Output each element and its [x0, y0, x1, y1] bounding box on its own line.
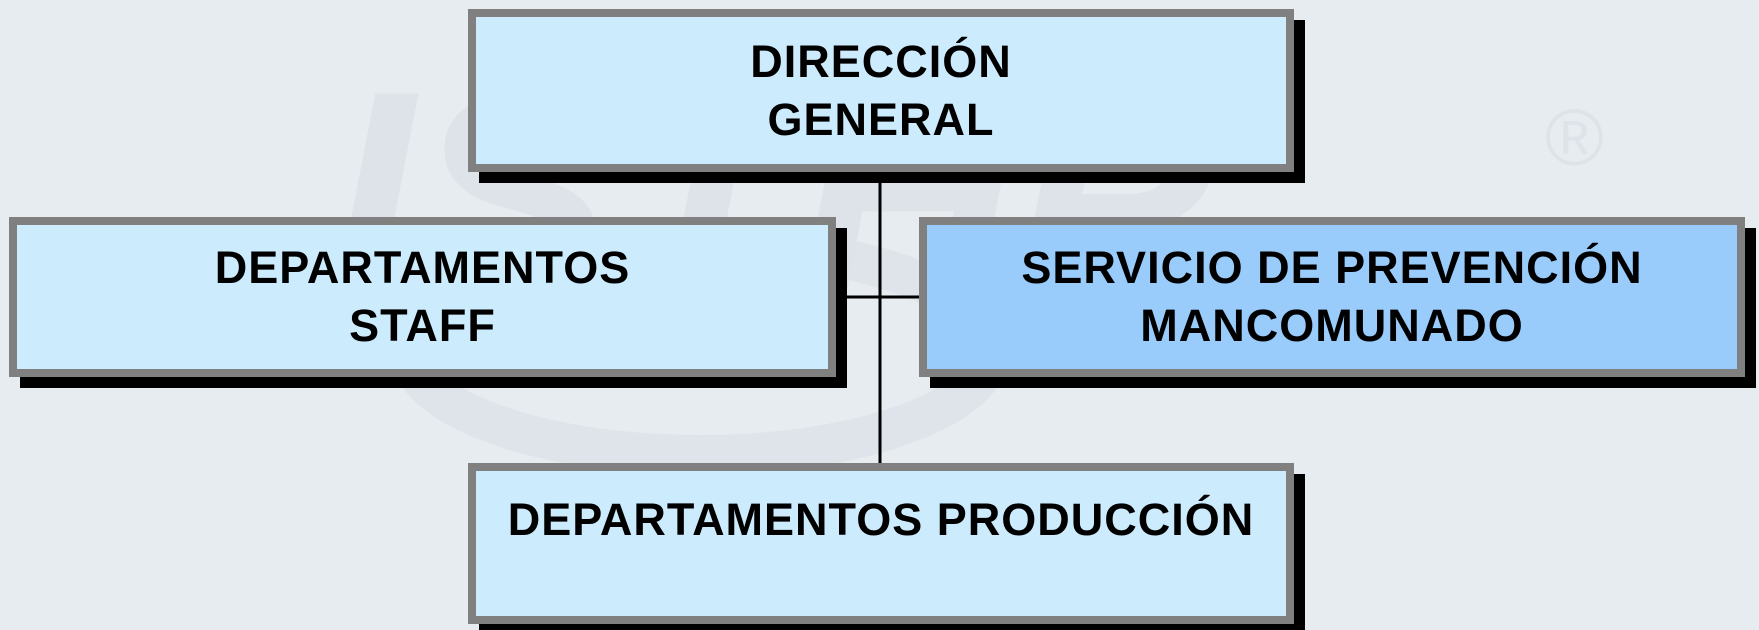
box-direccion-general: DIRECCIÓN GENERAL — [468, 9, 1294, 172]
box-departamentos-produccion: DEPARTAMENTOS PRODUCCIÓN — [468, 463, 1294, 624]
box-label-line-2: GENERAL — [767, 93, 995, 145]
box-servicio-prevencion: SERVICIO DE PREVENCIÓN MANCOMUNADO — [919, 217, 1745, 377]
box-label-line-1: DIRECCIÓN — [750, 35, 1012, 87]
box-label-line-2: STAFF — [349, 300, 496, 351]
box-departamentos-staff: DEPARTAMENTOS STAFF — [9, 217, 836, 377]
box-label-line-1: DEPARTAMENTOS — [214, 242, 631, 293]
box-label-line-1: DEPARTAMENTOS PRODUCCIÓN — [507, 494, 1255, 545]
box-label-line-2: MANCOMUNADO — [1140, 300, 1524, 351]
box-label-line-1: SERVICIO DE PREVENCIÓN — [1021, 242, 1643, 293]
